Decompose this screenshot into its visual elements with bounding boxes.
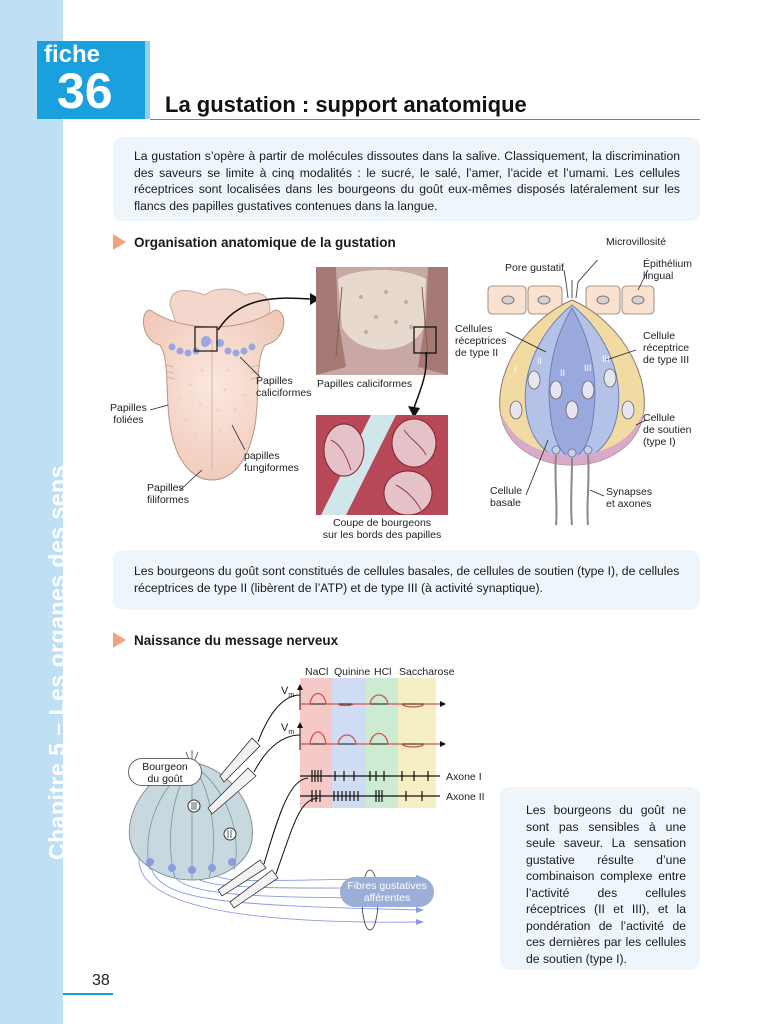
fiche-strip (145, 41, 150, 119)
intro-box: La gustation s’opère à partir de molécul… (113, 137, 700, 221)
fiche-badge: fiche 36 (37, 41, 145, 119)
band-nacl (300, 678, 332, 808)
label-papilles-fungiformes: papilles fungiformes (244, 450, 299, 474)
bourgeon-tag: Bourgeon du goût (128, 758, 202, 786)
summary-text: Les bourgeons du goût sont constitués de… (134, 564, 680, 595)
side-note-text: Les bourgeons du goût ne sont pas sensib… (526, 803, 686, 966)
stimulus-label-nacl: NaCl (305, 666, 329, 678)
page-title: La gustation : support anatomique (165, 92, 527, 117)
taste-bud-diagram (487, 260, 655, 526)
stimulus-label-quinine: Quinine (334, 666, 371, 678)
micrograph-bud-section (316, 415, 448, 515)
label-papilles-filiformes: Papilles filiformes (147, 482, 190, 506)
fibres-tag: Fibres gustatives afférentes (340, 877, 434, 907)
stimulus-label-hcl: HCl (374, 666, 392, 678)
axon-label-2: Axone II (446, 791, 485, 803)
pointer-arrow (217, 293, 320, 331)
vm-label-2: Vm (281, 722, 295, 737)
label-microvillosite: Microvillosité (606, 236, 667, 248)
summary-box: Les bourgeons du goût sont constitués de… (113, 550, 700, 610)
trace-vm-1 (300, 692, 440, 708)
label-coupe-bourgeons: Coupe de bourgeons sur les bords des pap… (322, 517, 442, 541)
section-anatomy-heading: Organisation anatomique de la gustation (113, 234, 396, 250)
sidebar-band (0, 0, 63, 1024)
label-roman-2a: II (537, 356, 543, 366)
tongue-illustration (142, 288, 285, 491)
label-cellules-type2: Cellules réceptrices de type II (455, 323, 507, 359)
section-message-title: Naissance du message nerveux (134, 632, 339, 648)
stimulus-response-chart (297, 678, 446, 808)
band-saccharose (398, 678, 436, 808)
label-pore-gustatif: Pore gustatif (505, 262, 564, 274)
label-cellule-basale: Cellule basale (490, 485, 523, 509)
chapter-title: Chapitre 5 – Les organes des sens (44, 465, 70, 860)
label-cellule-type3: Cellule réceptrice de type III (643, 330, 690, 366)
arrow-bullet-icon (113, 234, 126, 250)
label-papilles-foliees: Papilles foliées (110, 402, 147, 426)
pointer-arrow-down (408, 351, 428, 418)
label-papilles-caliciformes: Papilles caliciformes (256, 375, 312, 399)
vm-label-1: Vm (281, 685, 295, 700)
section-message-heading: Naissance du message nerveux (113, 632, 338, 648)
title-rule (150, 119, 700, 120)
label-epithelium: Épithélium lingual (643, 258, 693, 282)
label-synapses-axones: Synapses et axones (606, 486, 653, 510)
label-roman-1: I (514, 365, 517, 375)
label-micro-caliciformes: Papilles caliciformes (317, 378, 413, 390)
side-note-box: Les bourgeons du goût ne sont pas sensib… (500, 787, 700, 970)
page-number: 38 (92, 972, 110, 989)
fiche-label: fiche (44, 41, 101, 68)
page-rule (63, 993, 113, 995)
stimulus-label-saccharose: Saccharose (399, 666, 455, 678)
axon-label-1: Axone I (446, 771, 482, 783)
bourgeon-electrode-diagram (128, 694, 424, 931)
label-roman-2b: II (560, 368, 566, 378)
label-roman-3b: III (602, 354, 610, 364)
intro-text: La gustation s’opère à partir de molécul… (134, 149, 680, 213)
trace-vm-2 (300, 731, 440, 748)
arrow-bullet-icon (113, 632, 126, 648)
fiche-number: 36 (57, 63, 113, 119)
section-anatomy-title: Organisation anatomique de la gustation (134, 234, 396, 250)
label-cellule-soutien: Cellule de soutien (type I) (643, 412, 692, 448)
label-roman-3a: III (584, 363, 592, 373)
